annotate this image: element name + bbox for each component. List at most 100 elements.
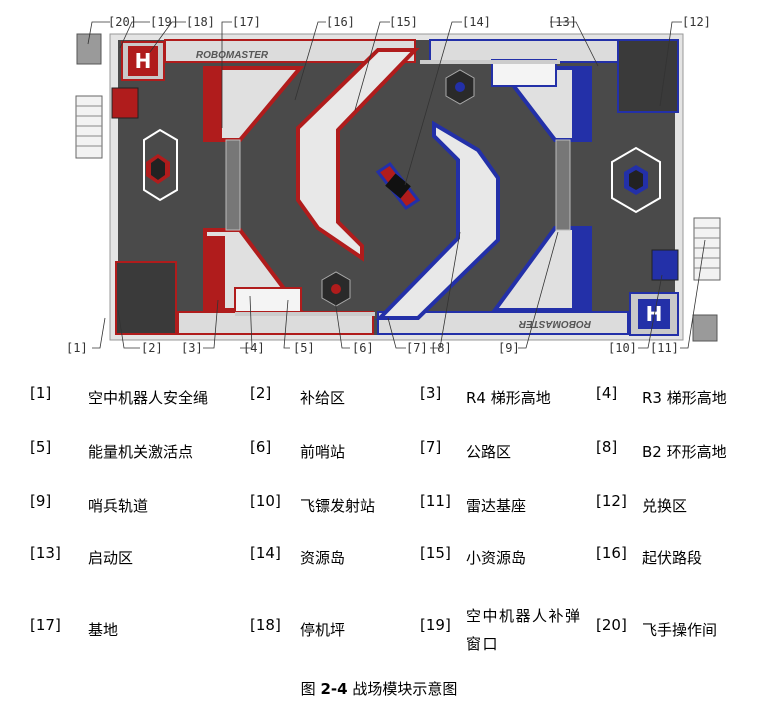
figure-caption: 图 2-4 战场模块示意图	[0, 678, 758, 699]
legend-label: 起伏路段	[642, 549, 703, 567]
stairs-left	[75, 95, 103, 159]
legend-num: [2]	[250, 384, 272, 402]
blue-ring-highland	[375, 120, 500, 320]
blue-base	[611, 146, 661, 214]
legend-label: 能量机关激活点	[88, 443, 194, 461]
robomaster-logo-bottom: ROBOMASTER	[518, 318, 591, 329]
red-highland-lower	[203, 228, 304, 313]
legend-num: [4]	[596, 384, 618, 402]
legend-num: [17]	[30, 616, 61, 634]
legend-row: [13] 启动区 [14] 资源岛 [15] 小资源岛 [16] 起伏路段	[30, 538, 750, 568]
callout-6: [6]	[352, 341, 374, 355]
resource-island	[375, 161, 421, 211]
callout-8: [8]	[430, 341, 452, 355]
callout-3: [3]	[181, 341, 203, 355]
legend-num: [14]	[250, 544, 281, 562]
battlefield-map: H H ROBOMASTER ROBOMASTER	[66, 15, 721, 355]
legend-label: 资源岛	[300, 549, 346, 567]
legend-row: [1] 空中机器人安全绳 [2] 补给区 [3] R4 梯形高地 [4] R3 …	[30, 378, 750, 408]
callout-5: [5]	[293, 341, 315, 355]
legend-num: [20]	[596, 616, 627, 634]
legend-num: [11]	[420, 492, 451, 510]
legend-num: [9]	[30, 492, 52, 510]
supply-zone	[115, 261, 177, 335]
legend-label: 空中机器人补弹窗口	[466, 607, 582, 653]
callout-1: [1]	[66, 341, 88, 355]
legend-num: [15]	[420, 544, 451, 562]
callout-4: [4]	[243, 341, 265, 355]
legend-num: [7]	[420, 438, 442, 456]
caption-prefix: 图	[300, 680, 316, 698]
blue-highland-lower	[491, 226, 592, 312]
svg-text:H: H	[135, 49, 152, 73]
blue-border-top	[429, 39, 621, 63]
legend-label: 前哨站	[300, 443, 346, 461]
callout-18: [18]	[186, 15, 215, 29]
sentry-rail-red	[225, 139, 241, 231]
callout-20: [20]	[108, 15, 137, 29]
legend-label: 雷达基座	[466, 497, 527, 515]
legend-num: [13]	[30, 544, 61, 562]
legend-num: [12]	[596, 492, 627, 510]
legend-label: 启动区	[88, 549, 134, 567]
legend-label: 哨兵轨道	[88, 497, 149, 515]
callout-2: [2]	[141, 341, 163, 355]
stairs-right	[693, 217, 721, 281]
legend-label: 公路区	[466, 443, 512, 461]
legend-num: [8]	[596, 438, 618, 456]
red-highland-upper	[203, 66, 305, 142]
blue-highland-upper	[491, 59, 592, 142]
legend-num: [5]	[30, 438, 52, 456]
outpost-red	[321, 271, 351, 307]
legend-label: B2 环形高地	[642, 443, 727, 461]
helipad-blue: H	[629, 292, 679, 336]
pilot-room-blue	[692, 314, 718, 342]
legend-label: 空中机器人安全绳	[88, 389, 209, 407]
legend-label: 兑换区	[642, 497, 688, 515]
callout-10: [10]	[608, 341, 637, 355]
callout-9: [9]	[498, 341, 520, 355]
callout-16: [16]	[326, 15, 355, 29]
dart-launcher-blue	[651, 249, 679, 281]
legend-label: 停机坪	[300, 621, 346, 639]
legend-label: 补给区	[300, 389, 346, 407]
legend-label: 飞手操作间	[642, 621, 718, 639]
legend-num: [3]	[420, 384, 442, 402]
callout-14: [14]	[462, 15, 491, 29]
caption-title: 战场模块示意图	[352, 680, 458, 698]
legend-label: R3 梯形高地	[642, 389, 727, 407]
legend-num: [16]	[596, 544, 627, 562]
exchange-zone	[617, 39, 679, 113]
road-red-bottom	[235, 312, 375, 316]
legend-num: [18]	[250, 616, 281, 634]
caption-number: 2-4	[320, 680, 348, 698]
callout-12: [12]	[682, 15, 711, 29]
legend-label: 飞镖发射站	[300, 497, 376, 515]
dart-launcher-red	[111, 87, 139, 119]
helipad-red: H	[121, 41, 165, 81]
legend-label: 基地	[88, 621, 119, 639]
legend-row: [17] 基地 [18] 停机坪 [19] 空中机器人补弹窗口 [20] 飞手操…	[30, 607, 750, 653]
callout-11: [11]	[650, 341, 679, 355]
legend-row: [5] 能量机关激活点 [6] 前哨站 [7] 公路区 [8] B2 环形高地	[30, 432, 750, 462]
road-blue-top	[420, 60, 560, 64]
legend-num: [19]	[420, 616, 451, 634]
outpost-blue	[445, 69, 475, 105]
red-base	[143, 128, 178, 202]
red-ring-highland	[296, 48, 420, 262]
callout-13: [13]	[548, 15, 577, 29]
callout-leaders	[87, 21, 706, 349]
robomaster-logo-top: ROBOMASTER	[196, 50, 269, 61]
legend-num: [6]	[250, 438, 272, 456]
svg-text:H: H	[646, 302, 663, 326]
callout-19: [19]	[150, 15, 179, 29]
callout-15: [15]	[389, 15, 418, 29]
legend-label: R4 梯形高地	[466, 389, 551, 407]
legend-row: [9] 哨兵轨道 [10] 飞镖发射站 [11] 雷达基座 [12] 兑换区	[30, 486, 750, 516]
legend-num: [1]	[30, 384, 52, 402]
legend-num: [10]	[250, 492, 281, 510]
sentry-rail-blue	[555, 139, 571, 231]
callout-7: [7]	[406, 341, 428, 355]
legend-label: 小资源岛	[466, 549, 527, 567]
callout-17: [17]	[232, 15, 261, 29]
